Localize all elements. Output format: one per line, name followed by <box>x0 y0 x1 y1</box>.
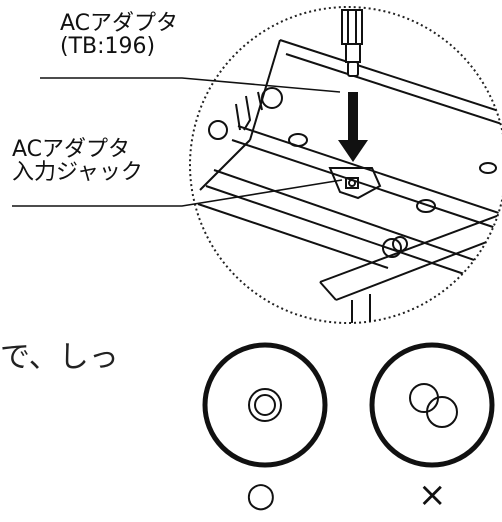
battery-compartment-drawing <box>197 39 502 323</box>
cropped-body-text: で、しっ <box>0 340 119 375</box>
adapter-label: ACアダプタ (TB:196) <box>60 12 178 58</box>
jack-label-subtitle: 入力ジャック <box>12 160 143 186</box>
insert-arrow <box>338 92 368 162</box>
adapter-label-title: ACアダプタ <box>60 11 179 36</box>
adapter-label-model: (TB:196) <box>60 34 156 60</box>
jack-label: ACアダプタ 入力ジャック <box>12 138 143 184</box>
correct-plug-view <box>202 342 328 468</box>
incorrect-plug-view <box>369 342 495 468</box>
ac-adapter-plug <box>341 9 363 77</box>
magnifier-circle <box>189 6 502 324</box>
incorrect-symbol: × <box>418 475 447 515</box>
jack-leader-line <box>12 179 343 207</box>
jack-label-title: ACアダプタ <box>12 137 131 162</box>
adapter-leader-line <box>40 77 341 93</box>
correct-symbol: ○ <box>246 475 276 515</box>
